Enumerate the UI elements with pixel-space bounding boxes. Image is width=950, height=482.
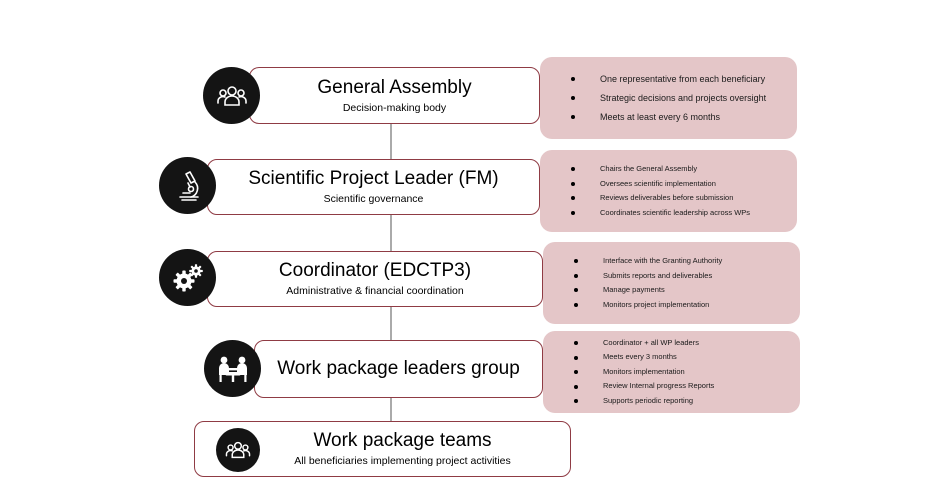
list-item: Meets at least every 6 months <box>540 108 797 127</box>
box-title: General Assembly <box>317 76 472 98</box>
microscope-icon <box>159 157 216 214</box>
list-item: Coordinates scientific leadership across… <box>540 206 797 221</box>
list-item: Meets every 3 months <box>543 350 800 365</box>
general-assembly-box: General Assembly Decision-making body <box>249 67 540 124</box>
list-item: Strategic decisions and projects oversig… <box>540 89 797 108</box>
box-title: Scientific Project Leader (FM) <box>248 168 499 189</box>
list-item: Supports periodic reporting <box>543 394 800 409</box>
group-icon <box>203 67 260 124</box>
list-item: Oversees scientific implementation <box>540 177 797 192</box>
wp-leaders-details: Coordinator + all WP leaders Meets every… <box>543 331 800 413</box>
list-item: Chairs the General Assembly <box>540 162 797 177</box>
list-item: Submits reports and deliverables <box>543 269 800 284</box>
wp-teams-box: Work package teams All beneficiaries imp… <box>194 421 571 477</box>
wp-leaders-group-box: Work package leaders group <box>254 340 543 398</box>
scientific-project-leader-box: Scientific Project Leader (FM) Scientifi… <box>207 159 540 215</box>
box-title: Work package leaders group <box>277 358 520 379</box>
scientific-leader-details: Chairs the General Assembly Oversees sci… <box>540 150 797 232</box>
box-subtitle: All beneficiaries implementing project a… <box>294 455 511 467</box>
list-item: Review Internal progress Reports <box>543 379 800 394</box>
list-item: Interface with the Granting Authority <box>543 254 800 269</box>
list-item: Reviews deliverables before submission <box>540 191 797 206</box>
meeting-table-icon <box>204 340 261 397</box>
list-item: Monitors project implementation <box>543 298 800 313</box>
coordinator-box: Coordinator (EDCTP3) Administrative & fi… <box>207 251 543 307</box>
box-subtitle: Administrative & financial coordination <box>286 285 464 297</box>
list-item: Manage payments <box>543 283 800 298</box>
gears-icon <box>159 249 216 306</box>
box-title: Work package teams <box>313 430 492 451</box>
group-icon <box>216 428 260 472</box>
box-subtitle: Scientific governance <box>323 193 424 205</box>
list-item: Monitors implementation <box>543 365 800 380</box>
box-title: Coordinator (EDCTP3) <box>278 260 472 281</box>
general-assembly-details: One representative from each beneficiary… <box>540 57 797 139</box>
box-subtitle: Decision-making body <box>342 101 447 114</box>
coordinator-details: Interface with the Granting Authority Su… <box>543 242 800 324</box>
list-item: One representative from each beneficiary <box>540 70 797 89</box>
list-item: Coordinator + all WP leaders <box>543 336 800 351</box>
